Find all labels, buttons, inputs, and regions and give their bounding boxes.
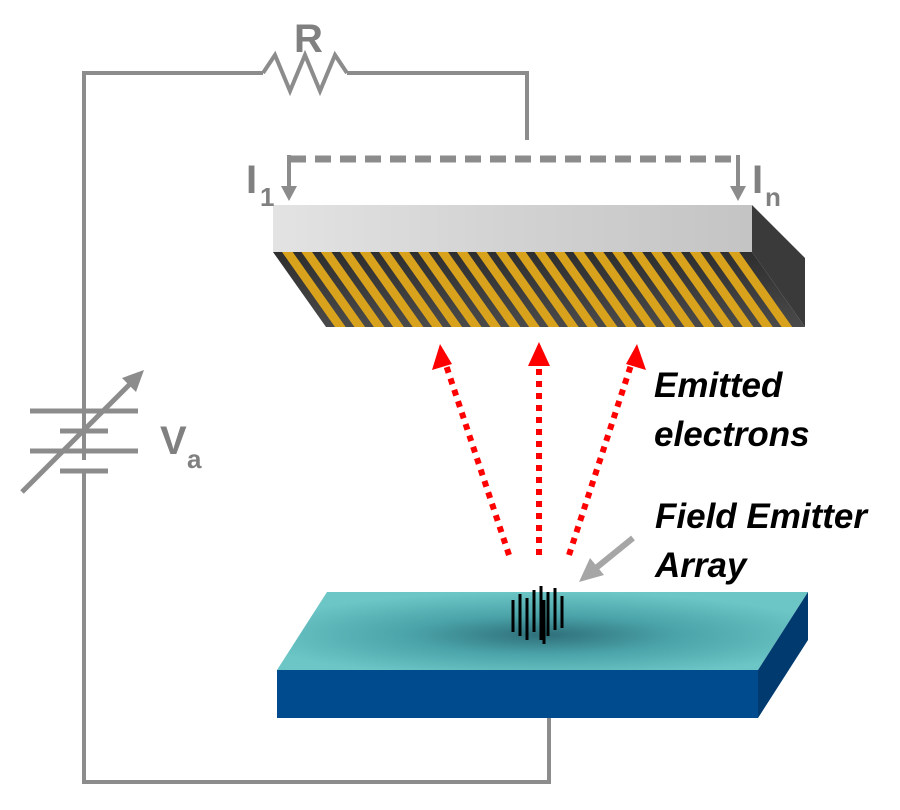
electron-arrow-heads [432,342,646,370]
variable-arrow [20,380,134,494]
circuit-wire [82,49,551,784]
anode-strip [670,252,735,327]
current-last-label: I [752,158,763,202]
current-first-sub: 1 [260,182,274,212]
anode-strip [476,252,540,327]
electron-arrow-left [442,361,512,556]
anode-strip [709,252,773,327]
anode-strip [495,252,560,327]
anode-strip [650,252,715,327]
wire-top-right [347,71,529,140]
anode-strips [282,252,793,327]
voltage-sub: a [187,444,202,474]
emitter-tips [511,586,564,644]
electron-arrows [442,361,635,556]
field-emitter-array-line1: Field Emitter [655,497,869,536]
anode-strip [515,252,579,327]
resistor-label: R [294,17,323,61]
current-arrow-last [730,155,746,201]
anode-strip [398,252,463,327]
anode-side-face [752,205,805,327]
variable-arrow-head [122,370,144,392]
current-arrow-first [281,155,297,201]
wire-top-left [82,71,263,460]
anode-strip [534,252,599,327]
voltage-source [20,370,144,494]
substrate-side-face [758,592,808,718]
electron-arrow-right [566,361,635,556]
anode-strip [553,252,618,327]
current-last-sub: n [765,182,781,212]
anode-strip [573,252,637,327]
anode-strip [592,252,657,327]
anode-strip [379,252,443,327]
emitted-electrons-line2: electrons [654,415,810,454]
anode-strip [612,252,676,327]
voltage-label: V [160,419,187,463]
anode-collector [273,205,805,327]
anode-strip [320,252,385,327]
anode-strip [456,252,521,327]
anode-strip [359,252,424,327]
anode-strip [282,252,346,327]
wire-bottom [82,470,551,784]
emitted-electrons-line1: Emitted [654,366,783,405]
substrate [277,586,808,718]
anode-strip [631,252,696,327]
current-first-label: I [246,158,257,202]
anode-top-face [273,205,752,252]
anode-strip [340,252,404,327]
anode-strip [301,252,366,327]
field-emitter-array-line2: Array [654,546,748,585]
anode-strip [689,252,754,327]
resistor-symbol [261,49,349,97]
substrate-front-face [277,670,758,718]
fea-pointer-arrow [579,535,635,582]
anode-strip [728,252,793,327]
anode-strip [437,252,502,327]
anode-strip [417,252,482,327]
